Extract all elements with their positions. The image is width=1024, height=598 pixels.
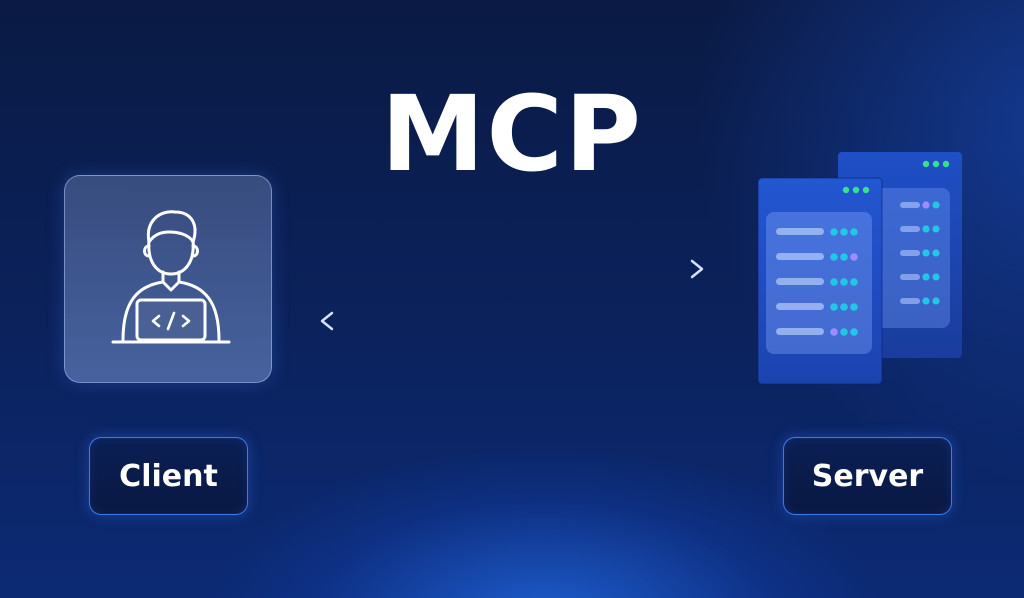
server-front <box>757 177 883 385</box>
diagram-title: MCP <box>380 73 644 195</box>
server-label: Server <box>783 437 952 515</box>
arrow-server-to-client <box>320 311 700 331</box>
connection-arrows <box>320 259 704 331</box>
arrow-client-to-server <box>324 259 704 279</box>
server-racks-icon <box>757 152 962 385</box>
client-card <box>64 175 272 383</box>
client-label: Client <box>89 437 248 515</box>
developer-laptop-icon <box>111 210 231 344</box>
